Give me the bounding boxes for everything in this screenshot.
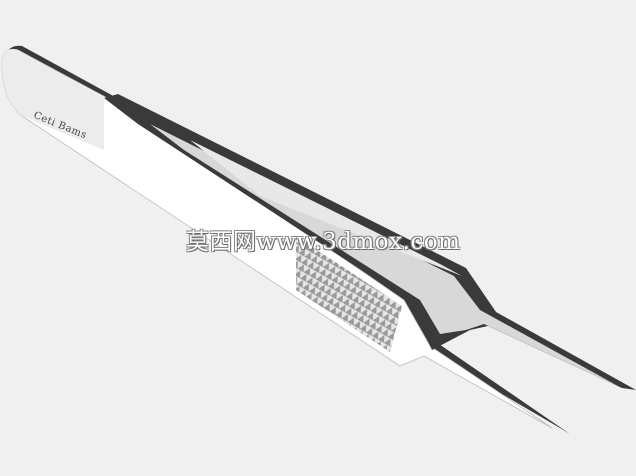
grip-knurl [296,236,402,352]
upper-arm-sheen [190,140,462,276]
handle-end-panel [2,49,104,150]
site-watermark: 莫西网www.3dmox.com [186,229,461,255]
